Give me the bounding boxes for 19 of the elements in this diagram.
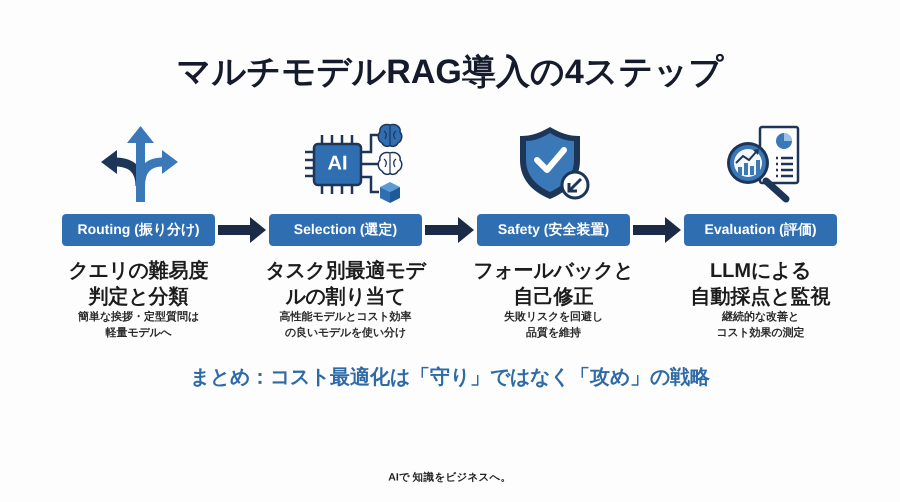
step-box: Safety (安全装置) [477, 214, 630, 246]
step-box: Routing (振り分け) [62, 214, 215, 246]
step-title: タスク別最適モデルの割り当て [266, 258, 426, 310]
arrow [633, 217, 681, 243]
chip-label: AI [328, 152, 348, 176]
step-description: 失敗リスクを回避し品質を維持 [504, 310, 603, 341]
title: マルチモデルRAG導入の4ステップ [176, 52, 724, 93]
step-description: 高性能モデルとコスト効率の良いモデルを使い分け [280, 310, 412, 341]
step-box: Evaluation (評価) [684, 214, 837, 246]
arrow [425, 217, 474, 243]
step-title: フォールバックと自己修正 [474, 259, 634, 310]
step-title: LLMによる自動採点と監視 [690, 259, 830, 310]
step-description: 簡単な挨拶・定型質問は軽量モデルへ [78, 310, 199, 341]
step-box: Selection (選定) [269, 214, 422, 246]
step-title: クエリの難易度判定と分類 [68, 258, 208, 310]
summary-text: まとめ：コスト最適化は「守り」ではなく「攻め」の戦略 [190, 366, 710, 390]
step-description: 継続的な改善とコスト効果の測定 [716, 309, 804, 341]
arrow [218, 217, 266, 243]
tagline: AIで 知識をビジネスへ。 [388, 471, 512, 485]
